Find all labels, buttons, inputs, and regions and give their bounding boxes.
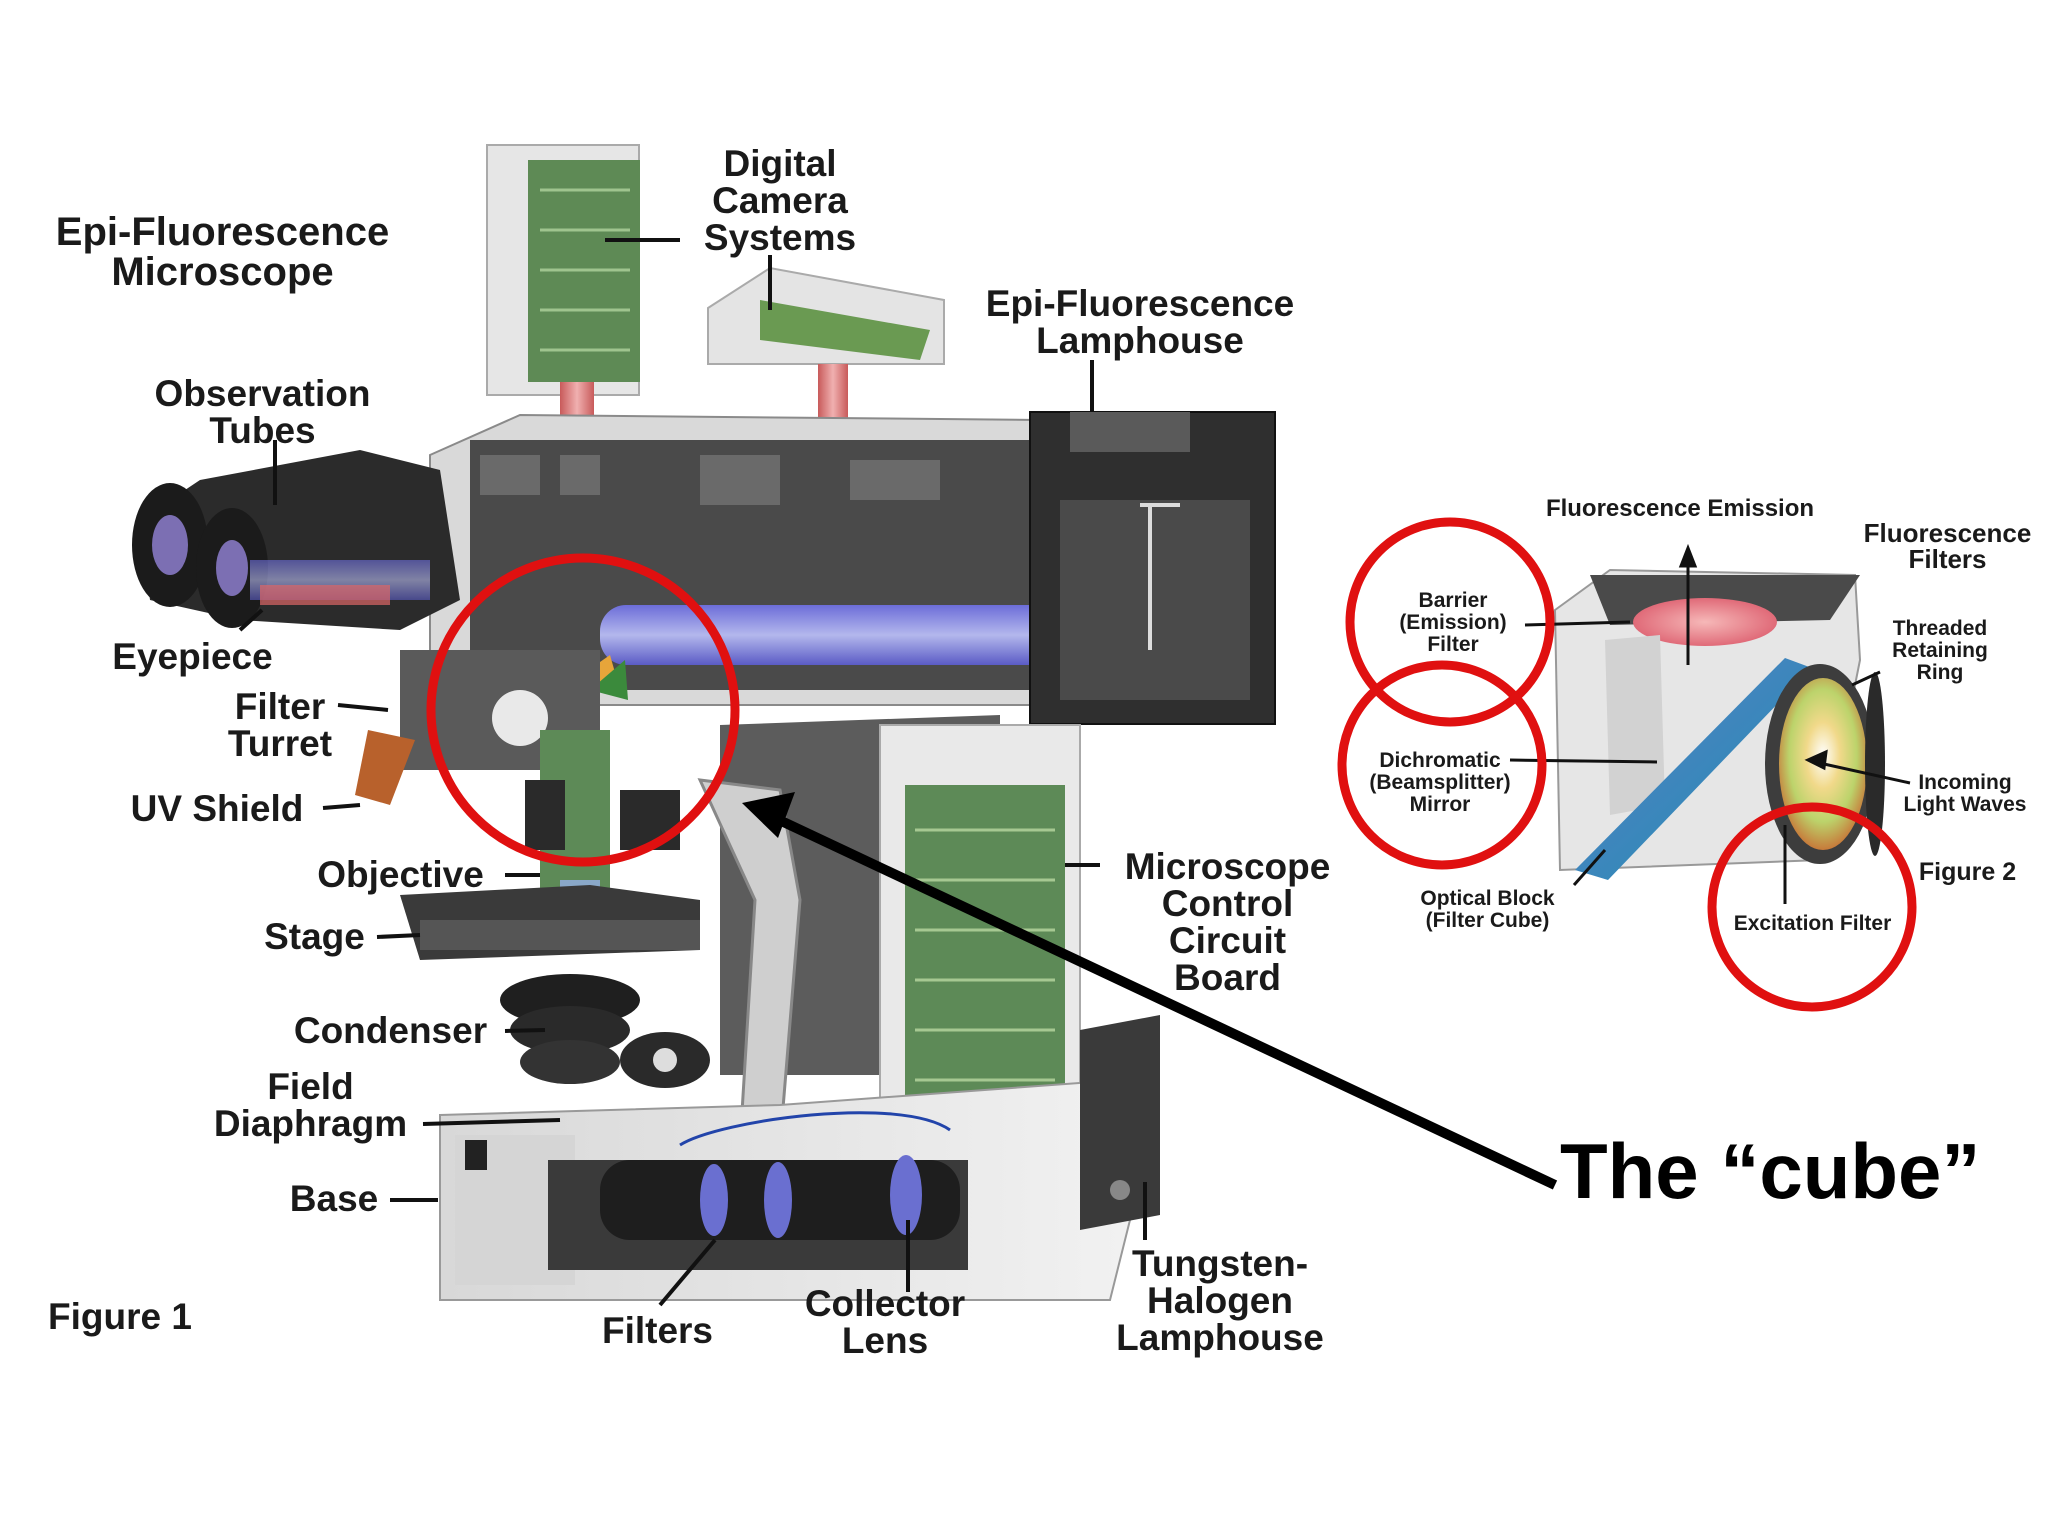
label-filters: Filters — [601, 1310, 714, 1351]
label-dichromatic-mirror: Dichromatic (Beamsplitter) Mirror — [1369, 749, 1511, 817]
label-collector-lens: Collector Lens — [804, 1283, 966, 1361]
callout-the-cube: The “cube” — [1560, 1127, 1981, 1215]
label-microscope-control-circuit-board: Microscope Control Circuit Board — [1124, 846, 1331, 998]
highlight-circle-cube — [426, 553, 740, 867]
label-threaded-retaining-ring: Threaded Retaining Ring — [1892, 617, 1988, 685]
label-filter-turret: Filter Turret — [227, 686, 333, 764]
label-tungsten-halogen-lamphouse: Tungsten- Halogen Lamphouse — [1116, 1243, 1324, 1358]
highlight-circle-excitation — [1707, 802, 1917, 1012]
label-excitation-filter: Excitation Filter — [1733, 912, 1892, 935]
figure1-title: Epi-Fluorescence Microscope — [55, 210, 390, 294]
microscope-illustration — [132, 144, 1276, 1301]
label-digital-camera-systems: Digital Camera Systems — [703, 143, 857, 258]
label-epi-fluorescence-lamphouse: Epi-Fluorescence Lamphouse — [985, 283, 1295, 361]
figure1-leader-lines — [238, 238, 1147, 1307]
label-field-diaphragm: Field Diaphragm — [213, 1066, 408, 1144]
annotation-marks — [426, 517, 1917, 1190]
callout-arrowhead — [742, 792, 795, 838]
label-optical-block-filter-cube: Optical Block (Filter Cube) — [1420, 887, 1555, 933]
label-barrier-emission-filter: Barrier (Emission) Filter — [1399, 589, 1507, 657]
highlight-circle-dichromatic — [1337, 660, 1547, 870]
callout-arrow-line — [772, 813, 1558, 1190]
highlight-circle-barrier — [1345, 517, 1555, 727]
label-incoming-light-waves: Incoming Light Waves — [1903, 771, 2027, 817]
label-stage: Stage — [264, 916, 365, 957]
figure1-caption: Figure 1 — [48, 1296, 192, 1337]
figure2-caption: Figure 2 — [1918, 858, 2017, 886]
label-base: Base — [289, 1178, 379, 1219]
figure2-leader-lines — [1509, 543, 1911, 904]
label-observation-tubes: Observation Tubes — [154, 373, 371, 451]
label-fluorescence-filters: Fluorescence Filters — [1863, 518, 2032, 574]
label-eyepiece: Eyepiece — [112, 636, 273, 677]
filter-cube-illustration — [1553, 568, 1885, 880]
label-objective: Objective — [317, 854, 484, 895]
label-condenser: Condenser — [293, 1010, 488, 1051]
label-uv-shield: UV Shield — [130, 788, 304, 829]
label-fluorescence-emission: Fluorescence Emission — [1545, 495, 1815, 522]
